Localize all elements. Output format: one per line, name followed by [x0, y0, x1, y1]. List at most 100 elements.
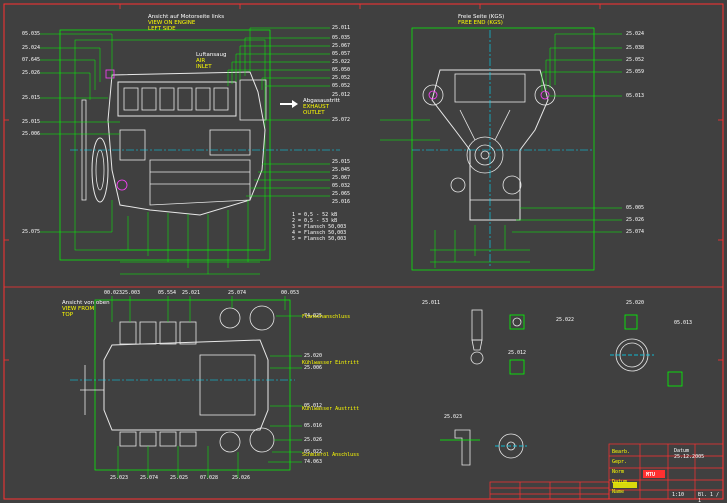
side-view-engine[interactable] — [40, 27, 340, 275]
part-callout[interactable]: 05.050 — [332, 67, 351, 73]
part-callout[interactable]: 25.012 — [332, 92, 351, 98]
part-callout[interactable]: 25.038 — [626, 45, 645, 51]
title-block-row-label: Datum — [612, 479, 628, 485]
title-block-highlight — [613, 482, 637, 488]
part-callout[interactable]: 25.021 — [182, 290, 201, 296]
connection-note: Schmieröl Anschluss — [302, 452, 360, 458]
title-block-sheet: Bl. 1 / 1 — [698, 492, 720, 503]
part-callout[interactable]: 25.025 — [170, 475, 189, 481]
legend-line: 5 = Flansch 50,003 — [292, 236, 347, 242]
title-block-company: MTU — [646, 472, 656, 478]
part-callout[interactable]: 25.074 — [140, 475, 159, 481]
title-block-row-label: Name — [612, 489, 625, 495]
part-callout[interactable]: 25.052 — [332, 75, 351, 81]
detail-coupling[interactable] — [440, 429, 527, 466]
part-callout[interactable]: 05.016 — [304, 423, 323, 429]
part-callout[interactable]: 25.059 — [626, 69, 645, 75]
title-block-row-label: Bearb. — [612, 449, 631, 455]
title-block-scale: 1:10 — [672, 492, 685, 498]
part-callout[interactable]: 74.063 — [304, 459, 323, 465]
top-view-engine[interactable] — [70, 296, 302, 478]
exhaust-outlet-en: EXHAUST — [303, 104, 330, 110]
part-callout[interactable]: 25.045 — [332, 167, 351, 173]
legend-line: 3 = Flansch 50,003 — [292, 224, 347, 230]
part-callout[interactable]: 05.013 — [626, 93, 645, 99]
part-callout[interactable]: 00.023 — [104, 290, 123, 296]
front-view-title: Freie Seite (KGS) FREE END (KGS) — [458, 14, 504, 26]
title-block-logo-fill — [643, 470, 665, 478]
side-view-title-line1: Ansicht auf Motorseite links — [148, 14, 225, 20]
part-callout[interactable]: 25.015 — [332, 159, 351, 165]
part-callout[interactable]: 25.067 — [332, 43, 351, 49]
part-callout[interactable]: 25.026 — [232, 475, 251, 481]
part-callout[interactable]: 07.645 — [22, 57, 41, 63]
connection-note: Kühlwasser Austritt — [302, 406, 360, 412]
top-view-title: Ansicht von oben VIEW FROM TOP — [62, 300, 110, 318]
part-callout[interactable]: 25.052 — [626, 57, 645, 63]
part-callout[interactable]: 25.026 — [22, 70, 41, 76]
part-callout[interactable]: 25.074 — [626, 229, 645, 235]
detail-label[interactable]: 25.012 — [508, 350, 527, 356]
part-callout[interactable]: 25.067 — [332, 175, 351, 181]
part-callout[interactable]: 25.015 — [22, 119, 41, 125]
part-callout[interactable]: 05.554 — [158, 290, 177, 296]
part-callout[interactable]: 74.025 — [304, 313, 323, 319]
detail-label[interactable]: 25.023 — [444, 414, 463, 420]
exhaust-outlet-label: Abgasaustritt EXHAUST OUTLET — [303, 98, 340, 116]
part-callout[interactable]: 25.006 — [22, 131, 41, 137]
part-callout[interactable]: 25.026 — [304, 437, 323, 443]
part-callout[interactable]: 07.028 — [200, 475, 219, 481]
air-inlet-en: AIR — [196, 58, 206, 64]
legend-line: 4 = Flansch 50,003 — [292, 230, 347, 236]
part-callout[interactable]: 25.026 — [626, 217, 645, 223]
part-callout[interactable]: 25.022 — [332, 59, 351, 65]
part-callout[interactable]: 05.035 — [22, 31, 41, 37]
part-callout[interactable]: 25.023 — [110, 475, 129, 481]
part-callout[interactable]: 05.012 — [304, 403, 323, 409]
title-block-drawing-no: Datum 25.12.2005 — [674, 448, 705, 460]
part-callout[interactable]: 05.035 — [332, 35, 351, 41]
part-callout[interactable]: 25.015 — [22, 95, 41, 101]
front-view-title-line1: Freie Seite (KGS) — [458, 14, 505, 20]
top-view-title-line3: TOP — [62, 312, 74, 318]
part-callout[interactable]: 05.052 — [332, 83, 351, 89]
detail-label[interactable]: 25.011 — [422, 300, 441, 306]
part-callout[interactable]: 05.057 — [332, 51, 351, 57]
front-view-engine[interactable] — [380, 27, 622, 271]
part-callout[interactable]: 25.011 — [332, 25, 351, 31]
part-callout[interactable]: 25.006 — [304, 365, 323, 371]
detail-label[interactable]: 05.013 — [674, 320, 693, 326]
part-callout[interactable]: 25.024 — [22, 45, 41, 51]
detail-label[interactable]: 25.022 — [556, 317, 575, 323]
top-view-title-line2: VIEW FROM — [62, 306, 95, 312]
exhaust-outlet-de: Abgasaustritt — [303, 98, 340, 104]
part-callout[interactable]: 05.032 — [332, 183, 351, 189]
part-callout[interactable]: 05.022 — [304, 449, 323, 455]
part-callout[interactable]: 25.020 — [304, 353, 323, 359]
top-view-title-line1: Ansicht von oben — [62, 300, 110, 306]
part-callout[interactable]: 05.005 — [626, 205, 645, 211]
connection-note: Flanschanschluss — [302, 314, 351, 320]
connection-note: Kühlwasser Eintritt — [302, 360, 360, 366]
part-callout[interactable]: 25.016 — [332, 199, 351, 205]
part-callout[interactable]: 25.003 — [122, 290, 141, 296]
detail-flange-connector[interactable] — [470, 309, 525, 375]
exhaust-outlet-en2: OUTLET — [303, 110, 325, 116]
title-block-row-label: Norm — [612, 469, 625, 475]
side-view-title-line2: VIEW ON ENGINE — [148, 20, 196, 26]
part-callout[interactable]: 25.074 — [228, 290, 247, 296]
part-callout[interactable]: 25.065 — [332, 191, 351, 197]
drawing-frame — [3, 3, 724, 500]
front-view-title-line2: FREE END (KGS) — [458, 20, 503, 26]
detail-label[interactable]: 25.020 — [626, 300, 645, 306]
part-callout[interactable]: 00.053 — [281, 290, 300, 296]
detail-ring-flange[interactable] — [610, 314, 683, 387]
part-callout[interactable]: 25.075 — [22, 229, 41, 235]
part-callout[interactable]: 25.072 — [332, 117, 351, 123]
part-callout[interactable]: 25.024 — [626, 31, 645, 37]
title-block — [489, 443, 724, 500]
